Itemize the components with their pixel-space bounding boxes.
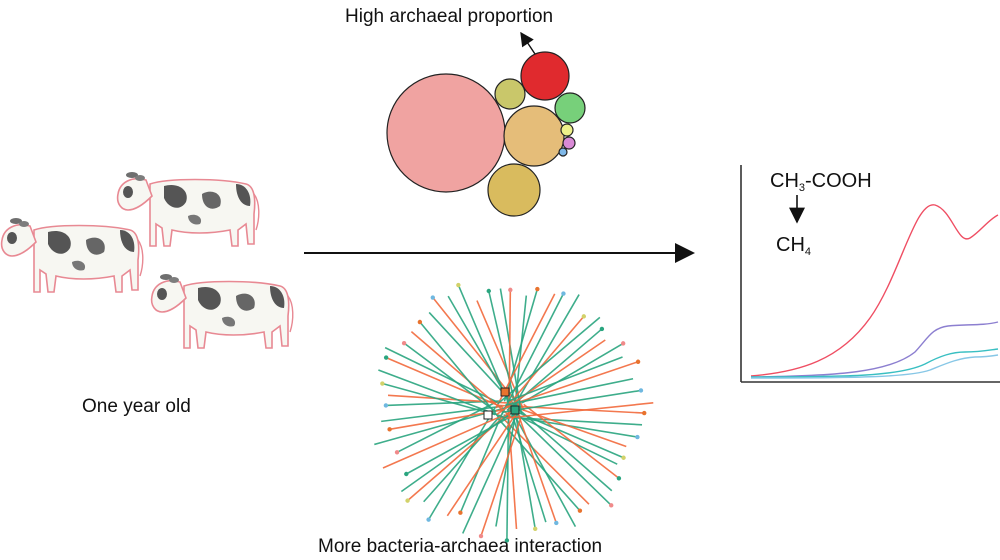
network-edge xyxy=(480,418,522,537)
bubble-8 xyxy=(562,136,576,150)
network-node xyxy=(581,314,587,319)
bubble-4 xyxy=(520,51,570,101)
network-node xyxy=(635,359,641,364)
network-edge xyxy=(517,412,558,524)
network-node xyxy=(599,326,605,332)
network-edge xyxy=(511,409,624,459)
network-edge xyxy=(501,389,642,414)
network-node xyxy=(533,526,538,531)
network-edge xyxy=(382,415,503,469)
network-node xyxy=(620,341,626,346)
network-edge xyxy=(382,382,496,416)
network-node xyxy=(394,450,400,455)
methane-curve-4 xyxy=(750,354,999,379)
network-edge xyxy=(405,412,517,475)
network-node xyxy=(535,286,540,292)
network-node xyxy=(508,287,513,293)
network-edge xyxy=(501,293,565,415)
cow-illustration-bottom xyxy=(150,273,294,349)
methane-curve-1 xyxy=(750,204,999,377)
bubble-6 xyxy=(554,92,586,124)
bubble-1 xyxy=(386,73,506,193)
formula-acetic-acid: CH3-COOH xyxy=(770,170,872,194)
network-node xyxy=(609,503,614,508)
network-edge xyxy=(520,361,639,403)
network-edge xyxy=(509,404,627,448)
interaction-network xyxy=(374,282,654,543)
network-node xyxy=(405,498,410,503)
network-edge xyxy=(427,407,496,521)
network-edge xyxy=(459,407,506,514)
network-node xyxy=(387,427,392,432)
network-node xyxy=(621,455,626,460)
network-edge xyxy=(521,342,624,404)
network-edge xyxy=(504,315,585,410)
network-hub-node xyxy=(500,387,510,397)
network-node xyxy=(638,388,644,393)
network-node xyxy=(456,282,461,288)
network-node xyxy=(426,517,431,522)
network-edge xyxy=(446,413,517,517)
network-node xyxy=(404,471,409,477)
cow-illustration-left xyxy=(0,217,144,293)
network-edge xyxy=(495,403,519,527)
network-edge xyxy=(507,404,612,506)
network-edge xyxy=(461,412,519,534)
network-hub-node xyxy=(483,410,493,420)
bubble-9 xyxy=(558,147,568,157)
bubble-2 xyxy=(503,105,565,167)
network-edge xyxy=(496,417,581,512)
network-edge xyxy=(506,408,510,541)
methane-curve-3 xyxy=(750,348,999,378)
network-edge xyxy=(505,377,634,406)
network-node xyxy=(504,538,510,543)
network-node xyxy=(383,355,389,360)
network-edge xyxy=(496,339,606,416)
network-edge xyxy=(387,394,508,404)
methane-plot xyxy=(740,165,1000,383)
bubble-cluster xyxy=(386,51,586,217)
network-edge xyxy=(506,356,623,403)
formula-methane: CH4 xyxy=(776,234,812,258)
network-edge xyxy=(400,405,523,493)
methane-curve-2 xyxy=(750,321,999,378)
network-edge xyxy=(508,289,512,419)
bubble-3 xyxy=(487,163,541,217)
network-node xyxy=(635,434,640,440)
network-node xyxy=(401,340,407,346)
network-node xyxy=(417,319,423,325)
title-high-archaeal-proportion: High archaeal proportion xyxy=(345,6,554,27)
network-edge xyxy=(497,316,601,405)
network-node xyxy=(430,295,435,300)
network-node xyxy=(458,510,463,515)
network-edge xyxy=(410,331,512,418)
network-edge xyxy=(512,294,580,409)
network-node xyxy=(554,520,559,526)
network-node xyxy=(561,291,566,296)
network-edge xyxy=(514,412,536,529)
archaea-pointer-arrow xyxy=(520,31,536,55)
network-edge xyxy=(403,342,497,413)
network-node xyxy=(616,476,622,481)
bubble-5 xyxy=(494,78,526,110)
network-edge xyxy=(523,403,620,479)
network-node xyxy=(642,410,647,416)
network-edge xyxy=(508,404,577,528)
label-bacteria-archaea-interaction: More bacteria-archaea interaction xyxy=(318,536,603,557)
network-node xyxy=(478,533,484,539)
network-edge xyxy=(378,369,506,419)
network-node xyxy=(380,381,385,386)
cow-illustration-top xyxy=(116,171,260,247)
network-edge xyxy=(514,405,613,492)
bubble-7 xyxy=(560,123,574,137)
network-node xyxy=(577,508,583,513)
network-edge xyxy=(499,414,590,505)
network-hub-node xyxy=(510,405,520,415)
label-one-year-old: One year old xyxy=(82,396,191,417)
network-node xyxy=(486,288,491,294)
network-edge xyxy=(419,321,500,418)
network-node xyxy=(383,403,389,408)
network-edge xyxy=(506,402,654,419)
